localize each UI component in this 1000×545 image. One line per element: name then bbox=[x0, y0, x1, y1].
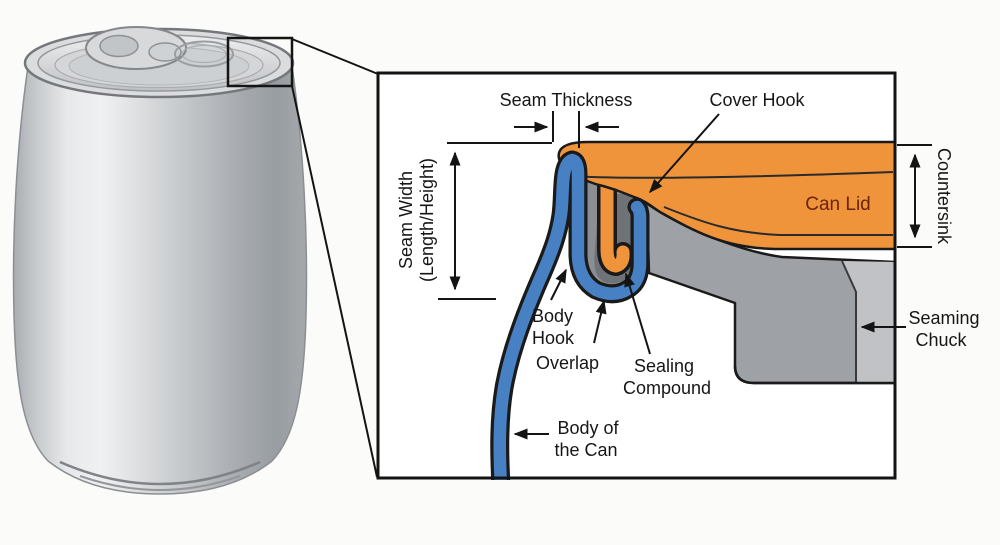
callout-line-bottom bbox=[291, 85, 378, 478]
label-countersink-text: Countersink bbox=[934, 148, 954, 245]
box-bottom-mask bbox=[482, 480, 520, 496]
label-body-hook-line2: Hook bbox=[532, 328, 575, 348]
label-seaming-chuck-line1: Seaming bbox=[908, 308, 979, 328]
label-seam-width-line2: (Length/Height) bbox=[417, 158, 437, 282]
can-body bbox=[12, 65, 308, 495]
label-body-hook-line1: Body bbox=[532, 306, 573, 326]
tab-nose bbox=[148, 42, 182, 62]
can-base-inner-arc bbox=[79, 475, 241, 491]
label-seaming-chuck-line2: Chuck bbox=[915, 330, 967, 350]
chuck-divider-line bbox=[841, 260, 857, 383]
zoom-callout-rect bbox=[226, 36, 294, 88]
can-lid-shape bbox=[557, 140, 897, 251]
label-overlap: Overlap bbox=[536, 353, 599, 373]
label-sealing-line2: Compound bbox=[623, 378, 711, 398]
arrow-body-hook bbox=[550, 268, 567, 301]
label-body-of-can-line2: the Can bbox=[554, 440, 617, 460]
arrow-cover-hook bbox=[649, 113, 720, 194]
label-body-of-can-line1: Body of bbox=[557, 418, 619, 438]
pull-tab bbox=[85, 26, 234, 70]
lid-inner-line-slope bbox=[663, 206, 893, 236]
label-seam-thickness: Seam Thickness bbox=[500, 90, 633, 110]
label-countersink: Countersink bbox=[934, 148, 954, 245]
opening-scoreline-inner bbox=[181, 44, 227, 64]
label-cover-hook: Cover Hook bbox=[709, 90, 805, 110]
tab-ring-hole bbox=[99, 34, 139, 58]
can-illustration bbox=[12, 26, 379, 495]
callout-line-top bbox=[291, 38, 379, 75]
label-can-lid: Can Lid bbox=[805, 194, 871, 215]
cover-hook-shape bbox=[600, 177, 630, 273]
dimension-lines bbox=[438, 111, 932, 300]
diagram-box bbox=[376, 71, 897, 480]
label-seam-width: Seam Width (Length/Height) bbox=[396, 158, 437, 282]
chuck-bottom-outline bbox=[733, 365, 895, 385]
label-sealing-line1: Sealing bbox=[634, 356, 694, 376]
arrow-overlap bbox=[593, 299, 607, 344]
lid-inner-line-top bbox=[570, 171, 894, 179]
arrow-sealing-compound bbox=[624, 272, 651, 355]
callout-arrows bbox=[513, 113, 906, 440]
label-seam-width-line1: Seam Width bbox=[396, 171, 416, 269]
opening-scoreline bbox=[174, 40, 234, 68]
can-base-arc bbox=[59, 460, 261, 486]
